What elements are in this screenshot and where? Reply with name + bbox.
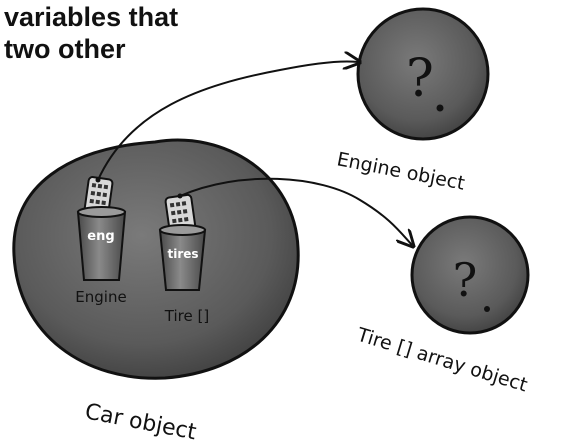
tires-variable-type: Tire [] [164, 307, 209, 325]
engine-question-mark: ? [406, 49, 434, 109]
tire-question-mark: ? [453, 253, 478, 307]
car-object-label: Car object [83, 399, 199, 445]
engine-object: ? [358, 9, 488, 139]
tire-array-object-label: Tire [] array object [354, 323, 530, 396]
engine-question-dot [437, 105, 444, 112]
car-object: eng tires Engine Tire [] [14, 140, 298, 378]
car-object-circle [14, 140, 298, 378]
engine-object-label: Engine object [335, 148, 467, 194]
tire-question-dot [484, 306, 490, 312]
tires-variable-name: tires [167, 247, 198, 261]
eng-variable-type: Engine [75, 288, 126, 306]
eng-variable-name: eng [87, 229, 114, 244]
tire-array-object: ? [412, 217, 528, 333]
